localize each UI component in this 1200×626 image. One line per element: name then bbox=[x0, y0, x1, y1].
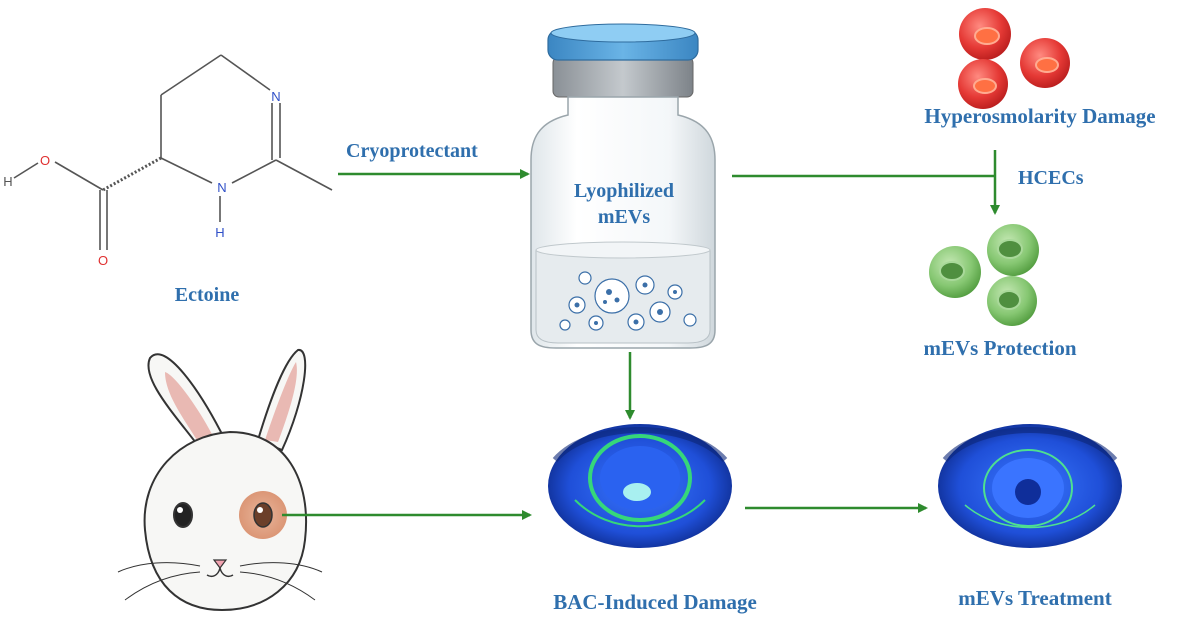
atom-n: N bbox=[271, 89, 280, 104]
vial-icon bbox=[530, 23, 716, 349]
green-cell-icon bbox=[929, 224, 1039, 326]
treatment-label: mEVs Treatment bbox=[958, 586, 1112, 610]
vial-label-line1: Lyophilized bbox=[573, 180, 675, 202]
ectoine-label: Ectoine bbox=[174, 284, 240, 306]
ectoine-structure bbox=[13, 54, 333, 250]
eye-image bbox=[548, 424, 732, 548]
red-cell-icon bbox=[958, 8, 1070, 109]
atom-h-hydroxyl: H bbox=[3, 174, 12, 189]
rabbit-icon bbox=[117, 349, 323, 612]
cryoprotectant-label: Cryoprotectant bbox=[346, 140, 478, 162]
atom-o-hydroxyl: O bbox=[40, 153, 50, 168]
eye-treated-image bbox=[938, 424, 1122, 548]
hyperosmolarity-label: Hyperosmolarity Damage bbox=[924, 104, 1156, 128]
bac-damage-label: BAC-Induced Damage bbox=[553, 590, 757, 614]
atom-nh: N bbox=[217, 180, 226, 195]
hcecs-label: HCECs bbox=[1018, 167, 1084, 189]
atom-o-carbonyl: O bbox=[98, 253, 108, 268]
vial-label-line2: mEVs bbox=[597, 206, 651, 228]
protection-label: mEVs Protection bbox=[923, 336, 1077, 360]
atom-h-nh: H bbox=[215, 225, 224, 240]
